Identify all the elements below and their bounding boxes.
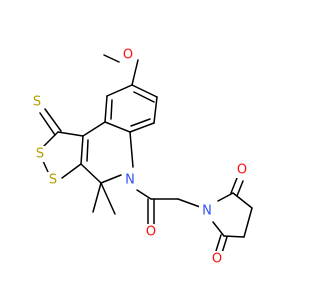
atom-n-quinoline: N	[122, 172, 138, 188]
bond-methyl-o	[103, 54, 120, 63]
atom-s-ring-lower-label: S	[49, 173, 57, 188]
atom-o-methoxy-label: O	[123, 48, 133, 63]
bond-c1-s2	[43, 131, 59, 147]
atom-o-imide-upper: O	[235, 162, 249, 178]
atom-s-ring-upper-label: S	[36, 147, 44, 162]
bond-ar-2	[153, 96, 158, 124]
atom-n-succinimide-label: N	[202, 204, 212, 219]
bond-thione-1	[44, 108, 62, 132]
bond-ar-3	[129, 122, 155, 133]
atom-labels: O S S S N O N O	[30, 47, 249, 267]
bond-c2-c3	[232, 192, 253, 209]
bond-c2-o-2	[236, 180, 244, 197]
atom-o-amide-label: O	[146, 225, 156, 240]
bonds	[39, 54, 253, 254]
atom-o-imide-upper-label: O	[237, 163, 247, 178]
bond-c9b-c9a	[80, 135, 84, 165]
bond-c4-n	[100, 174, 122, 184]
bond-ar-6	[106, 84, 133, 97]
bond-c4-methyl-b	[100, 182, 116, 215]
bond-n-carbonyl	[136, 189, 152, 200]
bond-c9b-c9a-inner	[86, 139, 89, 162]
atom-o-imide-lower-label: O	[212, 252, 222, 267]
atom-o-imide-lower: O	[210, 251, 224, 267]
atom-s-ring-lower: S	[46, 172, 60, 188]
bond-ar-to-c9b	[82, 121, 106, 137]
bond-ch2-n	[177, 198, 201, 208]
atom-o-methoxy: O	[121, 47, 135, 63]
bond-c5-n	[212, 221, 225, 237]
atom-n-quinoline-label: N	[125, 173, 135, 188]
bond-c5-o-2	[221, 236, 228, 254]
atom-s-thione: S	[30, 94, 44, 110]
atom-o-amide: O	[144, 224, 158, 240]
bond-n-ar	[129, 131, 134, 168]
bond-c4-methyl-a	[92, 182, 102, 213]
bond-c5-o-1	[215, 234, 222, 252]
atom-s-thione-label: S	[33, 95, 41, 110]
bond-c4-c5	[223, 235, 245, 238]
bond-c3-c4	[243, 207, 253, 238]
bond-s3-c9a	[61, 163, 82, 179]
bond-ar-1	[131, 84, 158, 98]
atom-n-succinimide: N	[199, 203, 215, 219]
bond-c9b-c1	[57, 131, 84, 137]
bond-o-aryl	[131, 59, 139, 86]
bond-n-c2	[217, 192, 234, 202]
bond-thione-2	[39, 112, 56, 136]
bond-c2-o-1	[230, 177, 238, 194]
bond-ar-3-inner	[130, 118, 151, 127]
bond-ar-5-inner	[110, 99, 113, 120]
bond-ar-1-inner	[133, 91, 155, 103]
bond-s2-s3	[42, 160, 49, 173]
atom-s-ring-upper: S	[33, 146, 47, 162]
molecule-structure-diagram: O S S S N O N O	[30, 47, 253, 267]
bond-ar-5	[104, 95, 108, 123]
bond-c9a-c4	[80, 163, 102, 184]
bond-ar-4	[104, 121, 131, 133]
